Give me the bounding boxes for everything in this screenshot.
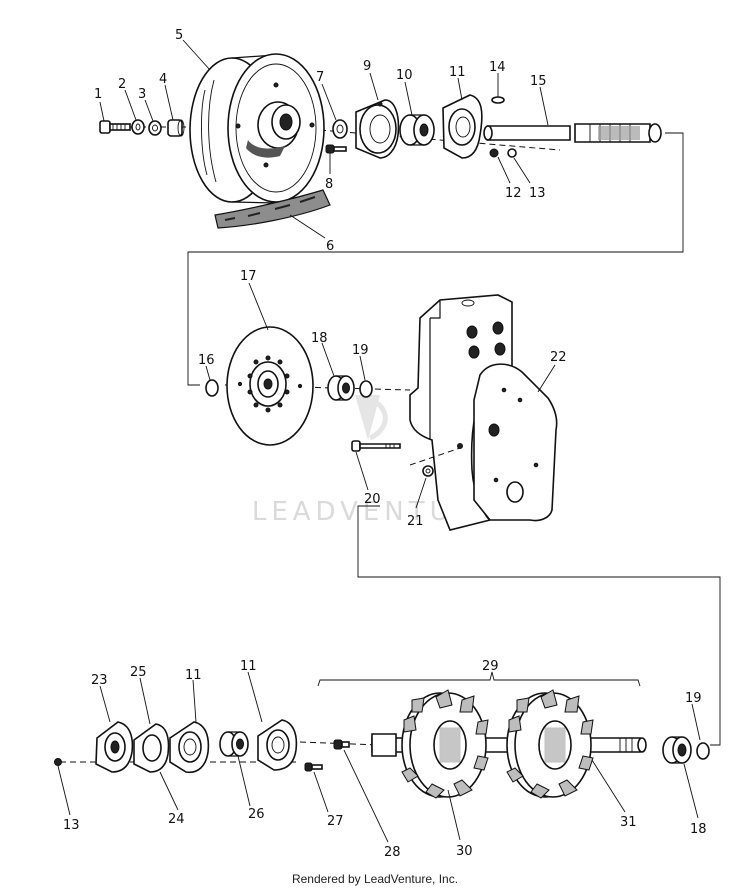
callout-12: 12 <box>505 186 522 201</box>
callout-4: 4 <box>159 72 167 87</box>
callout-20: 20 <box>364 492 381 507</box>
part-15-shaft <box>483 123 662 143</box>
part-17-disc <box>226 326 314 446</box>
part-22-chaincase <box>409 294 558 531</box>
callout-7: 7 <box>316 70 324 85</box>
top-assembly <box>99 53 684 386</box>
callout-14: 14 <box>489 60 506 75</box>
callout-16: 16 <box>198 353 215 368</box>
part-19-o-ring <box>359 380 373 398</box>
callout-10: 10 <box>396 68 413 83</box>
part-13-nut-bottom <box>54 758 62 766</box>
part-12-nut <box>489 148 499 158</box>
callout-18: 18 <box>311 331 328 346</box>
part-31-sprocket <box>506 689 594 799</box>
part-19-o-ring-bottom <box>696 742 710 760</box>
callout-18-b: 18 <box>690 822 707 837</box>
callout-13: 13 <box>529 186 546 201</box>
callout-11-c: 11 <box>240 659 257 674</box>
callout-28: 28 <box>384 845 401 860</box>
part-1-bolt <box>99 120 131 134</box>
part-13-nut <box>507 148 517 158</box>
part-27-bolt <box>304 762 323 772</box>
callout-23: 23 <box>91 673 108 688</box>
part-9-flange <box>355 99 400 159</box>
callout-24: 24 <box>168 812 185 827</box>
part-23-flange <box>95 721 134 773</box>
part-29-drive-shaft-assembly <box>317 671 647 799</box>
callout-11: 11 <box>449 65 466 80</box>
part-5-drive-pulley <box>189 53 325 204</box>
part-26-bearing <box>219 731 249 757</box>
part-6-belt-segment <box>214 189 331 229</box>
leader-lines <box>57 39 701 843</box>
middle-assembly <box>205 294 721 746</box>
callout-6: 6 <box>326 239 334 254</box>
part-3-washer <box>148 120 162 136</box>
callout-5: 5 <box>175 28 183 43</box>
part-10-bearing <box>399 114 435 146</box>
callout-2: 2 <box>118 77 126 92</box>
part-8-bolt <box>325 144 347 154</box>
part-18-bearing-bottom <box>662 736 692 764</box>
part-7-washer <box>332 119 348 139</box>
callout-21: 21 <box>407 514 424 529</box>
footer-credit: Rendered by LeadVenture, Inc. <box>291 872 459 886</box>
callout-25: 25 <box>130 665 147 680</box>
callout-15: 15 <box>530 74 547 89</box>
part-20-bolt <box>351 440 401 452</box>
part-16-o-ring <box>205 379 219 397</box>
callout-27: 27 <box>327 814 344 829</box>
part-14-ring <box>491 96 505 104</box>
part-24-25-gasket <box>133 723 170 773</box>
callout-19-b: 19 <box>685 691 702 706</box>
callout-31: 31 <box>620 815 637 830</box>
part-18-bearing <box>327 375 355 401</box>
callout-26: 26 <box>248 807 265 822</box>
part-11-flange-bottom-1 <box>169 721 210 774</box>
part-4-spacer <box>167 119 185 137</box>
callout-29: 29 <box>482 659 499 674</box>
part-2-washer <box>131 119 145 135</box>
callout-11-b: 11 <box>185 668 202 683</box>
callout-labels: 1 2 3 4 5 6 7 8 9 10 11 12 13 14 15 16 1… <box>63 28 707 860</box>
callout-22: 22 <box>550 350 567 365</box>
part-28-plug <box>333 739 350 750</box>
callout-3: 3 <box>138 87 146 102</box>
callout-13-b: 13 <box>63 818 80 833</box>
part-21-nut <box>422 465 434 477</box>
part-30-sprocket <box>401 689 489 799</box>
part-11-flange-bottom-2 <box>257 719 298 771</box>
callout-30: 30 <box>456 844 473 859</box>
callout-9: 9 <box>363 59 371 74</box>
callout-19: 19 <box>352 343 369 358</box>
callout-17: 17 <box>240 269 257 284</box>
bottom-assembly <box>54 671 710 799</box>
part-11-flange <box>442 94 483 159</box>
callout-1: 1 <box>94 87 102 102</box>
callout-8: 8 <box>325 177 333 192</box>
